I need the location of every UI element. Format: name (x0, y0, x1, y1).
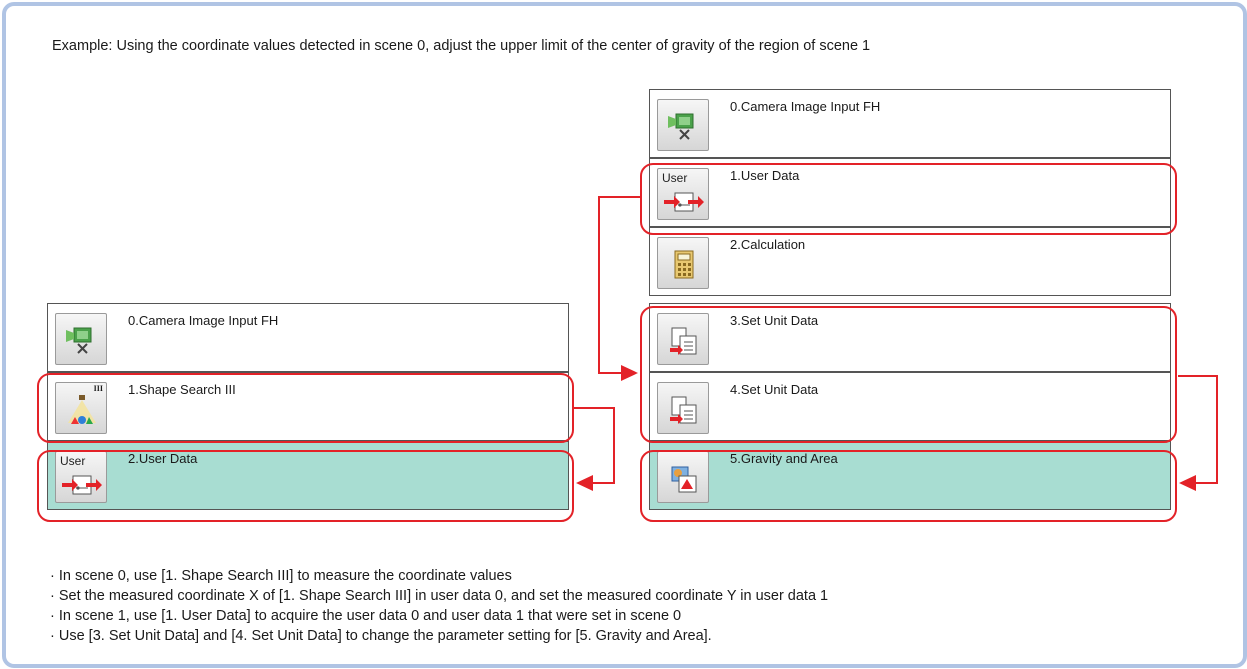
item-label: 1.User Data (730, 168, 800, 183)
scene1-item-set-unit-data-4[interactable]: 4.Set Unit Data (649, 372, 1171, 441)
notes-list: · In scene 0, use [1. Shape Search III] … (50, 566, 828, 646)
set-unit-data-icon (657, 382, 709, 434)
scene1-item-set-unit-data-3[interactable]: 3.Set Unit Data (649, 303, 1171, 372)
item-label: 1.Shape Search III (128, 382, 236, 397)
item-label: 0.Camera Image Input FH (730, 99, 881, 114)
set-unit-data-icon (657, 313, 709, 365)
callout-box-user-data-scene0 (37, 450, 574, 522)
user-data-icon-text: User (662, 171, 688, 185)
diagram-title: Example: Using the coordinate values det… (52, 38, 871, 54)
note-item: · In scene 0, use [1. Shape Search III] … (50, 568, 512, 584)
user-data-icon: User (55, 451, 107, 503)
item-label: 2.Calculation (730, 237, 806, 252)
scene0-item-camera-input[interactable]: 0.Camera Image Input FH (47, 303, 569, 372)
shape-search-icon: III (55, 382, 107, 434)
callout-box-user-data-scene1 (640, 163, 1177, 235)
user-data-icon-text: User (60, 454, 86, 468)
scene0-item-shape-search[interactable]: III 1.Shape Search III (47, 372, 569, 441)
arrowhead-scene1-gravity (1179, 475, 1196, 491)
scene1-item-camera-input[interactable]: 0.Camera Image Input FH (649, 89, 1171, 158)
note-item: · Set the measured coordinate X of [1. S… (50, 588, 829, 604)
arrowhead-scene1-set-unit (621, 365, 638, 381)
scene1-item-user-data[interactable]: User 1.User Data (649, 158, 1171, 227)
arrowhead-scene0 (576, 475, 593, 491)
arrow-set-unit-data-to-gravity-area (1178, 375, 1218, 484)
camera-icon (55, 313, 107, 365)
scene1-item-gravity-area[interactable]: 5.Gravity and Area (649, 441, 1171, 510)
callout-box-shape-search (37, 373, 574, 443)
item-label: 3.Set Unit Data (730, 313, 819, 328)
callout-box-gravity-area (640, 450, 1177, 522)
item-label: 5.Gravity and Area (730, 451, 838, 466)
arrow-user-data-to-set-unit-data (598, 196, 641, 374)
calculator-icon (657, 237, 709, 289)
item-label: 4.Set Unit Data (730, 382, 819, 397)
shape-search-badge: III (93, 384, 103, 393)
note-item: · Use [3. Set Unit Data] and [4. Set Uni… (50, 628, 712, 644)
note-item: · In scene 1, use [1. User Data] to acqu… (50, 608, 682, 624)
item-label: 0.Camera Image Input FH (128, 313, 279, 328)
scene0-item-user-data[interactable]: User 2.User Data (47, 441, 569, 510)
user-data-icon: User (657, 168, 709, 220)
arrow-shape-search-to-user-data (574, 407, 615, 484)
callout-box-set-unit-data (640, 306, 1177, 443)
scene1-item-calculation[interactable]: 2.Calculation (649, 227, 1171, 296)
item-label: 2.User Data (128, 451, 198, 466)
camera-icon (657, 99, 709, 151)
